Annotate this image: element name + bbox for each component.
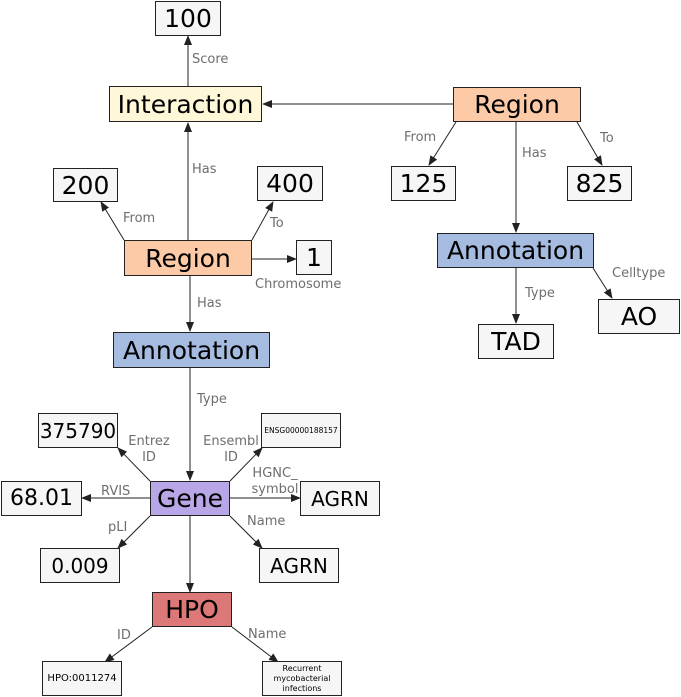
entrez-value-node: 375790 (38, 413, 118, 448)
edge-label-region-right-has: Has (522, 146, 547, 161)
edge-label-score: Score (192, 52, 229, 67)
interaction-node: Interaction (109, 86, 262, 122)
edge-label-hpo-name: Name (248, 627, 287, 642)
edge-label-hgnc: HGNC_ symbol (251, 466, 299, 497)
edge-pli (117, 515, 151, 549)
chromosome-value-node: 1 (296, 240, 332, 275)
annotation-right-node: Annotation (437, 233, 594, 268)
edge-label-name: Name (247, 514, 286, 529)
edge-hpo-id (104, 626, 153, 663)
tad-value-node: TAD (478, 324, 554, 359)
edge-label-type-left: Type (197, 392, 227, 407)
edge-label-celltype: Celltype (612, 266, 666, 281)
edge-region-left-to (251, 201, 274, 241)
region-right-node: Region (453, 87, 581, 122)
edge-label-region-right-to: To (600, 131, 614, 146)
edge-label-region-left-to: To (270, 216, 284, 231)
region-left-from-value: 200 (53, 168, 118, 202)
ensembl-value-node: ENSG00000188157 (261, 413, 341, 448)
edge-label-region-left-from: From (123, 211, 156, 226)
region-left-node: Region (124, 240, 252, 276)
edge-label-rvis: RVIS (101, 484, 131, 499)
hgnc-symbol-value-node: AGRN (300, 481, 380, 516)
region-right-from-value: 125 (391, 166, 456, 201)
region-left-to-value: 400 (257, 166, 323, 201)
edge-region-left-from (100, 201, 125, 241)
pli-value-node: 0.009 (40, 548, 120, 583)
edge-label-hpo-id: ID (117, 628, 131, 643)
edge-label-chromosome: Chromosome (255, 277, 342, 292)
hpo-name-value-node: Recurrent mycobacterial infections (262, 661, 342, 696)
edge-celltype (592, 267, 613, 299)
celltype-value-node: AO (598, 299, 680, 334)
edge-label-interaction-has: Has (192, 162, 217, 177)
edge-ensembl (229, 447, 263, 482)
score-value-node: 100 (155, 1, 221, 36)
edge-label-pli: pLI (108, 520, 128, 535)
gene-node: Gene (150, 481, 230, 516)
edge-region-right-to (576, 121, 603, 166)
rvis-value-node: 68.01 (1, 481, 82, 516)
edge-entrez (117, 447, 151, 482)
edge-label-region-right-from: From (404, 130, 437, 145)
hpo-id-value-node: HPO:0011274 (42, 661, 122, 696)
gene-name-value-node: AGRN (259, 548, 339, 583)
annotation-left-node: Annotation (113, 332, 270, 368)
edge-name (229, 515, 263, 549)
edge-region-right-from (428, 121, 457, 166)
edge-label-region-left-has: Has (197, 296, 222, 311)
region-right-to-value: 825 (567, 166, 632, 201)
edge-label-ensembl: Ensembl ID (203, 434, 259, 465)
edge-label-entrez: Entrez ID (128, 434, 170, 465)
edge-label-type-right: Type (525, 286, 555, 301)
hpo-node: HPO (152, 592, 232, 627)
edge-hpo-name (231, 626, 279, 663)
